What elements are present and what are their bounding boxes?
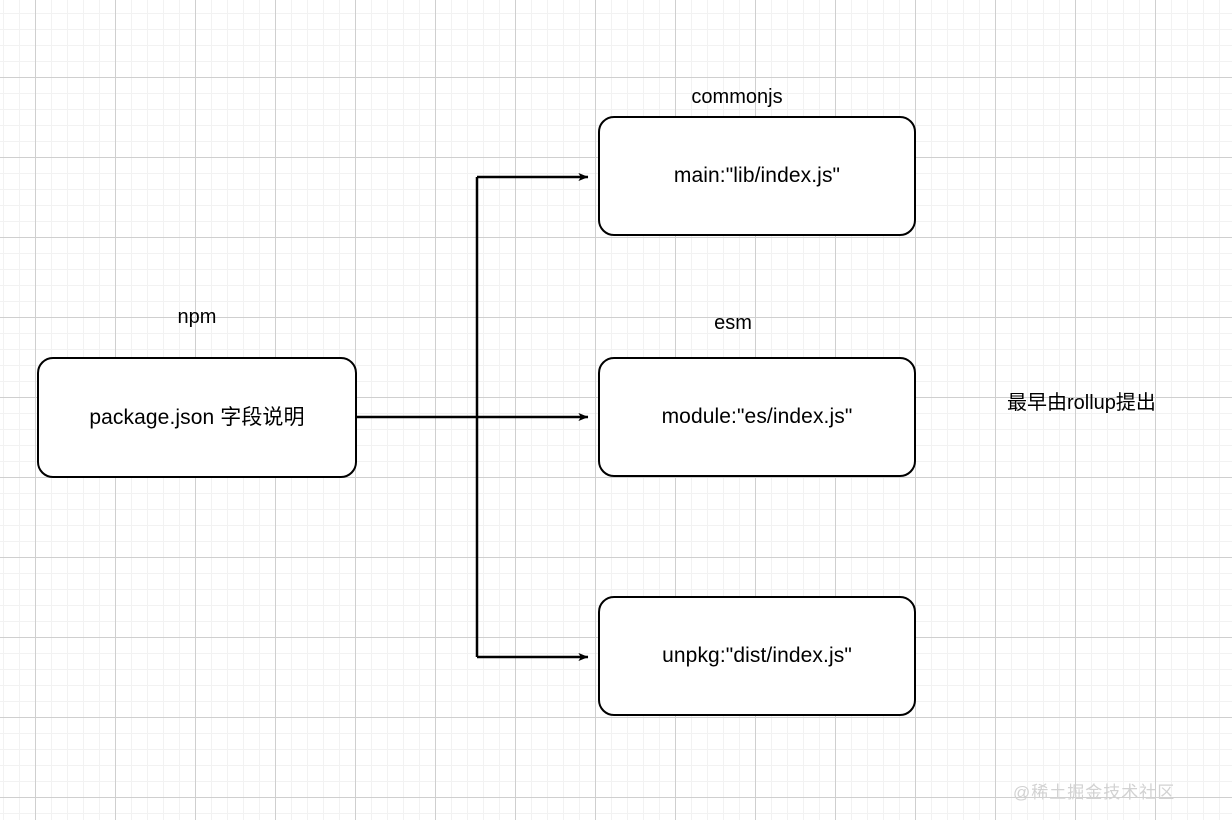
node-unpkg-field-label: unpkg:"dist/index.js" <box>662 644 852 668</box>
node-caption-esm: esm <box>714 312 752 334</box>
node-package-json-label: package.json 字段说明 <box>89 405 305 429</box>
node-module-field[interactable]: module:"es/index.js" <box>598 357 916 477</box>
note-rollup-origin: 最早由rollup提出 <box>1007 392 1156 414</box>
watermark: @稀土掘金技术社区 <box>1013 783 1176 802</box>
node-caption-npm: npm <box>177 306 217 328</box>
node-main-field[interactable]: main:"lib/index.js" <box>598 116 916 236</box>
node-module-field-label: module:"es/index.js" <box>661 405 853 429</box>
node-package-json[interactable]: package.json 字段说明 <box>37 357 357 478</box>
node-main-field-label: main:"lib/index.js" <box>673 164 841 188</box>
node-caption-commonjs: commonjs <box>691 86 783 108</box>
node-unpkg-field[interactable]: unpkg:"dist/index.js" <box>598 596 916 716</box>
